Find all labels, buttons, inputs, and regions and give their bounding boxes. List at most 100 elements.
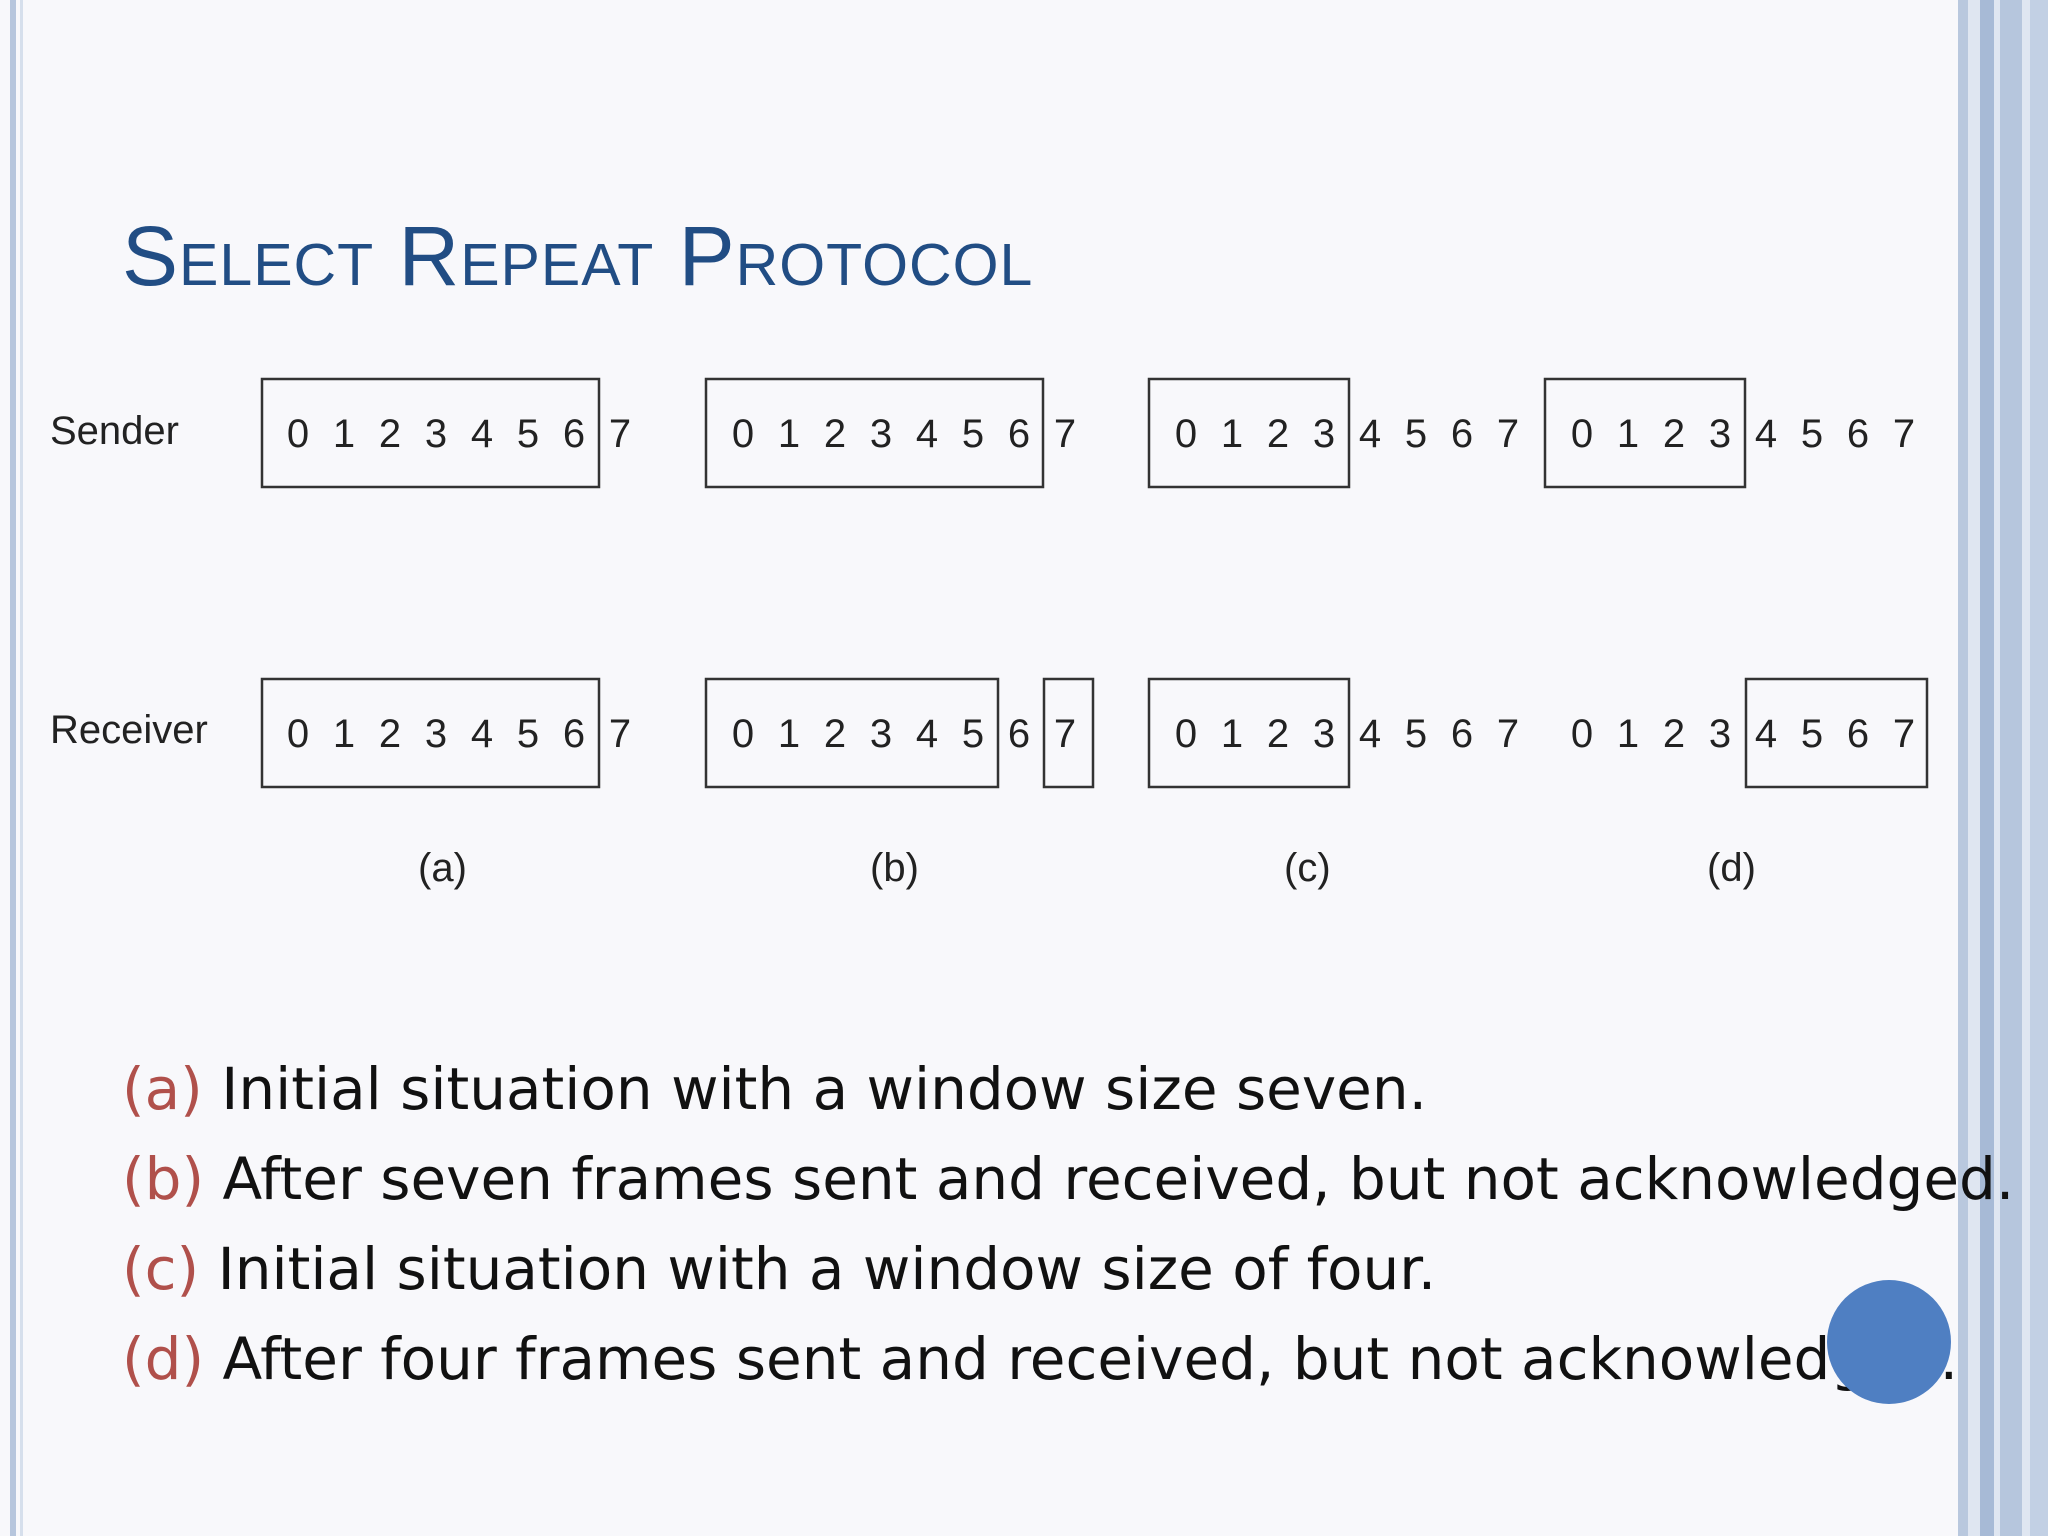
receiver-frame-number: 4: [1359, 712, 1381, 756]
receiver-frame-number: 5: [1801, 712, 1823, 756]
sender-window-b: [704, 377, 1045, 489]
sender-frame-number: 0: [287, 412, 309, 456]
receiver-frame-number: 0: [287, 712, 309, 756]
receiver-frame-number: 0: [732, 712, 754, 756]
receiver-window-a: [260, 677, 601, 789]
description-d: (d) After four frames sent and received,…: [122, 1330, 1958, 1388]
receiver-row-label: Receiver: [50, 708, 208, 752]
sender-frame-number: 4: [1359, 412, 1381, 456]
right-decor-stripe: [1980, 0, 1994, 1536]
receiver-frame-number: 1: [1617, 712, 1639, 756]
sender-row-label: Sender: [50, 409, 179, 453]
sender-frame-number: 6: [1847, 412, 1869, 456]
receiver-frame-number: 3: [870, 712, 892, 756]
sender-frame-number: 1: [1617, 412, 1639, 456]
receiver-frame-number: 6: [1847, 712, 1869, 756]
caption-a: (a): [418, 846, 467, 890]
left-border-bar: [10, 0, 16, 1536]
receiver-frame-number: 2: [824, 712, 846, 756]
sender-frame-number: 2: [1663, 412, 1685, 456]
sender-frame-number: 6: [1451, 412, 1473, 456]
description-text: Initial situation with a window size of …: [217, 1235, 1437, 1303]
receiver-frame-number: 2: [379, 712, 401, 756]
sender-frame-number: 3: [870, 412, 892, 456]
receiver-frame-number: 1: [778, 712, 800, 756]
receiver-frame-number: 7: [609, 712, 631, 756]
slide-nav-dot[interactable]: [1827, 1280, 1951, 1404]
description-c: (c) Initial situation with a window size…: [122, 1240, 1436, 1298]
receiver-frame-number: 5: [517, 712, 539, 756]
sender-frame-number: 1: [1221, 412, 1243, 456]
receiver-frame-number: 6: [563, 712, 585, 756]
sender-frame-number: 6: [563, 412, 585, 456]
caption-c: (c): [1284, 846, 1331, 890]
receiver-frame-number: 4: [471, 712, 493, 756]
receiver-window-b: [704, 677, 1000, 789]
receiver-frame-number: 7: [1497, 712, 1519, 756]
sender-frame-number: 4: [471, 412, 493, 456]
description-tag: (c): [122, 1235, 200, 1303]
sender-frame-number: 2: [1267, 412, 1289, 456]
receiver-frame-number: 1: [333, 712, 355, 756]
edge-artifact: [1920, 540, 1938, 596]
sender-frame-number: 2: [379, 412, 401, 456]
description-tag: (a): [122, 1055, 203, 1123]
receiver-window-b2: [1042, 677, 1095, 789]
receiver-window-c: [1147, 677, 1351, 789]
sender-window-c: [1147, 377, 1351, 489]
sender-frame-number: 1: [333, 412, 355, 456]
description-b: (b) After seven frames sent and received…: [122, 1150, 2014, 1208]
receiver-frame-number: 4: [916, 712, 938, 756]
description-tag: (d): [122, 1325, 205, 1393]
sender-frame-number: 4: [1755, 412, 1777, 456]
sender-frame-number: 5: [1801, 412, 1823, 456]
sender-window-a: [260, 377, 601, 489]
sender-frame-number: 3: [1313, 412, 1335, 456]
slide-title: Select Repeat Protocol: [122, 209, 1034, 303]
receiver-frame-number: 4: [1755, 712, 1777, 756]
receiver-frame-number: 6: [1008, 712, 1030, 756]
description-a: (a) Initial situation with a window size…: [122, 1060, 1427, 1118]
description-text: After seven frames sent and received, bu…: [222, 1145, 2015, 1213]
left-border-line: [20, 0, 23, 1536]
receiver-frame-number: 3: [425, 712, 447, 756]
receiver-frame-number: 3: [1313, 712, 1335, 756]
caption-b: (b): [870, 846, 919, 890]
receiver-frame-number: 1: [1221, 712, 1243, 756]
sender-frame-number: 0: [1571, 412, 1593, 456]
sender-frame-number: 7: [1054, 412, 1076, 456]
receiver-frame-number: 0: [1175, 712, 1197, 756]
sender-frame-number: 5: [517, 412, 539, 456]
receiver-frame-number: 3: [1709, 712, 1731, 756]
receiver-window-d: [1744, 677, 1929, 789]
sender-frame-number: 7: [1893, 412, 1915, 456]
receiver-frame-number: 5: [962, 712, 984, 756]
receiver-frame-number: 2: [1267, 712, 1289, 756]
sender-frame-number: 1: [778, 412, 800, 456]
caption-d: (d): [1707, 846, 1756, 890]
receiver-frame-number: 6: [1451, 712, 1473, 756]
receiver-frame-number: 2: [1663, 712, 1685, 756]
sender-frame-number: 7: [609, 412, 631, 456]
sender-frame-number: 3: [425, 412, 447, 456]
sender-frame-number: 5: [962, 412, 984, 456]
sender-frame-number: 2: [824, 412, 846, 456]
right-decor-stripe: [2000, 0, 2022, 1536]
sender-frame-number: 0: [1175, 412, 1197, 456]
description-text: After four frames sent and received, but…: [222, 1325, 1959, 1393]
description-tag: (b): [122, 1145, 205, 1213]
sender-frame-number: 7: [1497, 412, 1519, 456]
right-decor-stripe: [1958, 0, 1968, 1536]
sender-frame-number: 4: [916, 412, 938, 456]
receiver-frame-number: 0: [1571, 712, 1593, 756]
sender-frame-number: 0: [732, 412, 754, 456]
receiver-frame-number: 7: [1893, 712, 1915, 756]
right-decor-stripe: [2030, 0, 2048, 1536]
receiver-frame-number: 5: [1405, 712, 1427, 756]
receiver-frame-number: 7: [1054, 712, 1076, 756]
sender-frame-number: 6: [1008, 412, 1030, 456]
description-text: Initial situation with a window size sev…: [221, 1055, 1428, 1123]
